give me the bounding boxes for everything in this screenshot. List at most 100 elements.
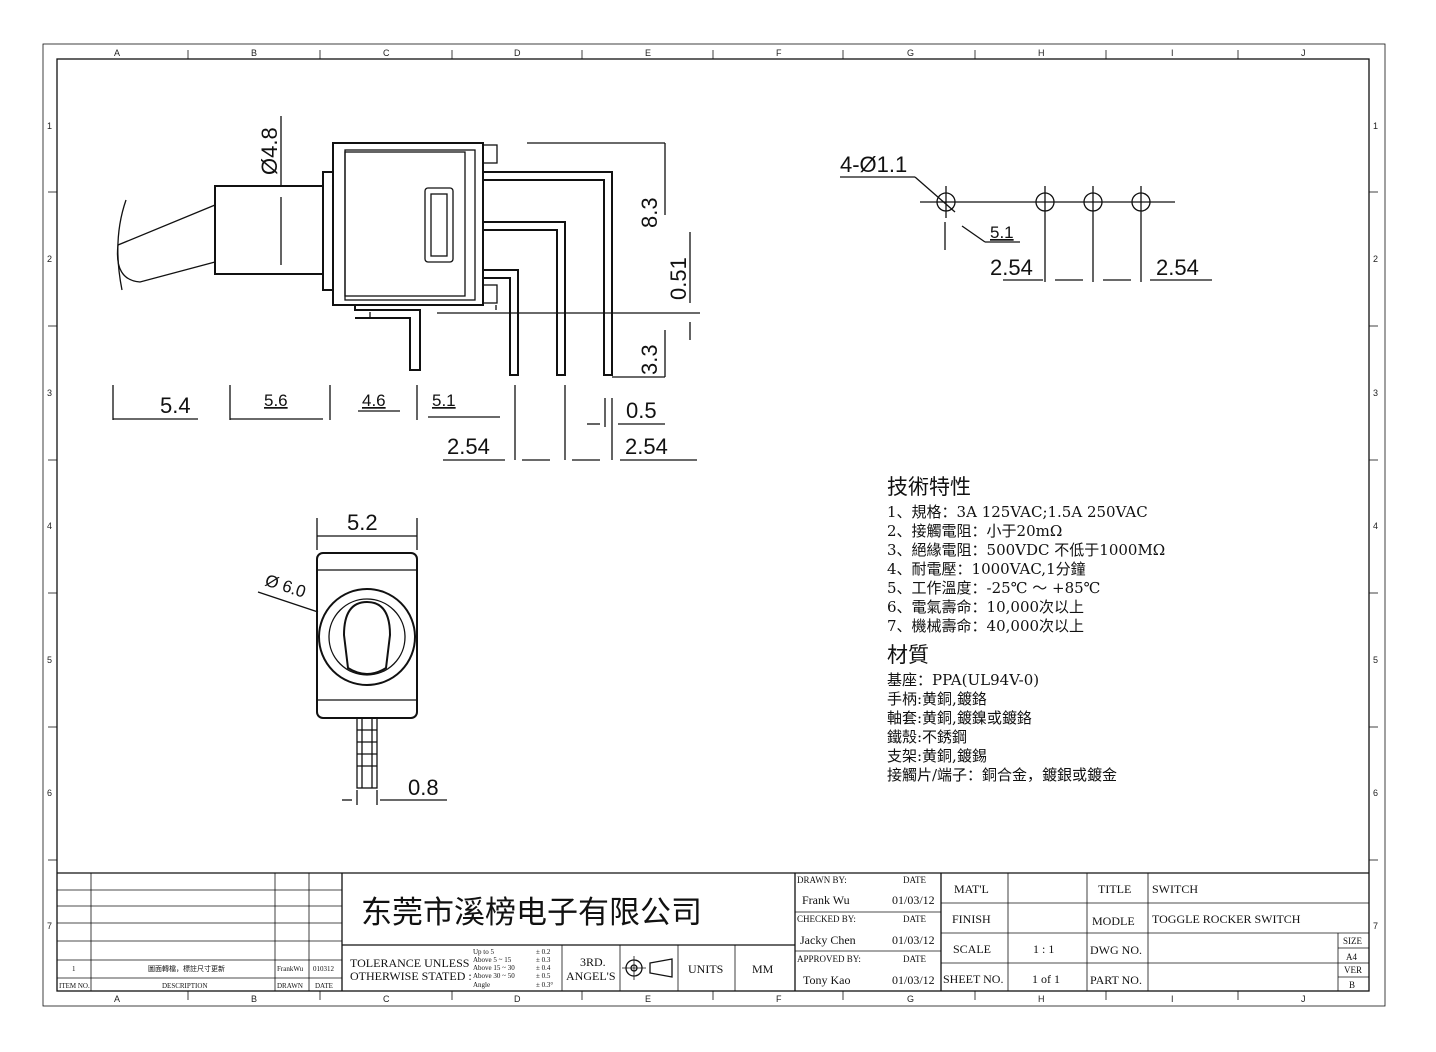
svg-text:I: I [1171, 48, 1174, 58]
size-label: SIZE [1343, 936, 1363, 946]
dim-4-6: 4.6 [362, 391, 386, 410]
col-date: DATE [315, 982, 333, 990]
ver-value: B [1349, 980, 1355, 990]
svg-text:J: J [1301, 48, 1306, 58]
svg-text:C: C [383, 994, 390, 1004]
checked-by: Jacky Chen [800, 933, 856, 947]
rev-drawn: FrankWu [277, 965, 304, 973]
matl-label: MAT'L [954, 882, 989, 896]
dim-8-3: 8.3 [637, 197, 662, 228]
svg-text:1: 1 [47, 121, 52, 131]
svg-text:支架:黄銅,鍍錫: 支架:黄銅,鍍錫 [887, 747, 987, 765]
rev-description: 圖面轉檔，標註尺寸更新 [148, 964, 225, 973]
svg-text:Above 15 ~ 30: Above 15 ~ 30 [473, 964, 515, 972]
dim-2-54-left: 2.54 [447, 434, 490, 459]
model-value: TOGGLE ROCKER SWITCH [1152, 912, 1301, 926]
part-no-label: PART NO. [1090, 973, 1142, 987]
specs-tech-title: 技術特性 [887, 475, 971, 499]
svg-text:Above 5 ~ 15: Above 5 ~ 15 [473, 956, 512, 964]
svg-text:E: E [645, 994, 651, 1004]
date-3: 01/03/12 [892, 973, 935, 987]
ver-label: VER [1344, 965, 1362, 975]
side-view-drawing [116, 142, 613, 376]
svg-text:D: D [514, 48, 521, 58]
svg-text:2: 2 [47, 254, 52, 264]
title-label: TITLE [1098, 882, 1131, 896]
svg-text:7: 7 [47, 921, 52, 931]
svg-text:B: B [251, 48, 257, 58]
svg-text:± 0.2: ± 0.2 [536, 948, 551, 956]
dim-0-8: 0.8 [408, 775, 439, 800]
svg-text:1、規格：3A 125VAC;1.5A 250VAC: 1、規格：3A 125VAC;1.5A 250VAC [887, 503, 1148, 521]
dim-0-51: 0.51 [666, 257, 691, 300]
col-description: DESCRIPTION [162, 982, 208, 990]
svg-text:6: 6 [47, 788, 52, 798]
front-view-dimension-lines [257, 518, 447, 805]
tolerance-label-2: OTHERWISE STATED : [350, 969, 472, 983]
svg-text:5: 5 [1373, 655, 1378, 665]
projection-label-2: ANGEL'S [566, 969, 616, 983]
outer-frame [42, 43, 1386, 1007]
svg-text:D: D [514, 994, 521, 1004]
col-drawn: DRAWN [277, 982, 303, 990]
svg-text:接觸片/端子：銅合金，鍍銀或鍍金: 接觸片/端子：銅合金，鍍銀或鍍金 [887, 766, 1117, 784]
third-angle-projection-icon [622, 956, 673, 980]
dwg-no-label: DWG NO. [1090, 943, 1142, 957]
svg-text:軸套:黄銅,鍍鎳或鍍鉻: 軸套:黄銅,鍍鎳或鍍鉻 [887, 709, 1032, 727]
svg-text:5: 5 [47, 655, 52, 665]
rev-item: 1 [72, 965, 76, 973]
svg-text:7、機械壽命：40,000次以上: 7、機械壽命：40,000次以上 [887, 617, 1084, 635]
svg-text:鐵殼:不銹鋼: 鐵殼:不銹鋼 [887, 728, 967, 746]
svg-text:4、耐電壓：1000VAC,1分鐘: 4、耐電壓：1000VAC,1分鐘 [887, 560, 1086, 578]
grid-row-labels-left: 1 2 3 4 5 6 7 [47, 121, 52, 931]
svg-text:Above 30 ~ 50: Above 30 ~ 50 [473, 972, 515, 980]
units-label: UNITS [688, 962, 723, 976]
svg-text:J: J [1301, 994, 1306, 1004]
svg-text:7: 7 [1373, 921, 1378, 931]
svg-text:A: A [114, 994, 120, 1004]
units-value: MM [752, 962, 774, 976]
svg-text:1: 1 [1373, 121, 1378, 131]
drawn-by: Frank Wu [802, 893, 850, 907]
front-view-drawing [316, 552, 418, 789]
scale-label: SCALE [953, 942, 991, 956]
specs-material-title: 材質 [887, 643, 929, 667]
svg-text:B: B [251, 994, 257, 1004]
svg-text:E: E [645, 48, 651, 58]
svg-text:2、接觸電阻：小于20mΩ: 2、接觸電阻：小于20mΩ [887, 522, 1062, 540]
sheet-label: SHEET NO. [943, 972, 1003, 986]
col-item-no: ITEM NO. [59, 982, 90, 990]
dim-phi-6-0: Ø 6.0 [263, 571, 308, 602]
size-value: A4 [1346, 952, 1357, 962]
svg-text:3、絕緣電阻：500VDC 不低于1000MΩ: 3、絕緣電阻：500VDC 不低于1000MΩ [887, 541, 1165, 559]
dim-holes-4-phi-1-1: 4-Ø1.1 [840, 152, 907, 177]
svg-text:3: 3 [1373, 388, 1378, 398]
title-block-lines [57, 872, 1369, 991]
drawn-by-label: DRAWN BY: [797, 875, 847, 885]
svg-text:手柄:黄銅,鍍鉻: 手柄:黄銅,鍍鉻 [887, 690, 987, 708]
rev-date: 010312 [313, 965, 335, 973]
svg-text:Up to 5: Up to 5 [473, 948, 495, 956]
svg-text:F: F [776, 994, 782, 1004]
svg-text:6、電氣壽命：10,000次以上: 6、電氣壽命：10,000次以上 [887, 598, 1084, 616]
dim-3-3: 3.3 [637, 344, 662, 375]
grid-row-labels-right: 1 2 3 4 5 6 7 [1373, 121, 1378, 931]
checked-by-label: CHECKED BY: [797, 914, 856, 924]
svg-text:H: H [1038, 994, 1045, 1004]
svg-text:4: 4 [1373, 521, 1378, 531]
dim-pcb-2-54-right: 2.54 [1156, 255, 1199, 280]
svg-text:G: G [907, 994, 914, 1004]
svg-text:4: 4 [47, 521, 52, 531]
svg-text:3: 3 [47, 388, 52, 398]
date-1: 01/03/12 [892, 893, 935, 907]
dim-5-2: 5.2 [347, 510, 378, 535]
company-name: 东莞市溪榜电子有限公司 [361, 895, 702, 931]
svg-text:2: 2 [1373, 254, 1378, 264]
title-value: SWITCH [1152, 882, 1198, 896]
date-label-3: DATE [903, 954, 926, 964]
svg-text:C: C [383, 48, 390, 58]
svg-text:6: 6 [1373, 788, 1378, 798]
finish-label: FINISH [952, 912, 991, 926]
svg-text:基座：PPA(UL94V-0): 基座：PPA(UL94V-0) [887, 671, 1039, 689]
date-label-1: DATE [903, 875, 926, 885]
